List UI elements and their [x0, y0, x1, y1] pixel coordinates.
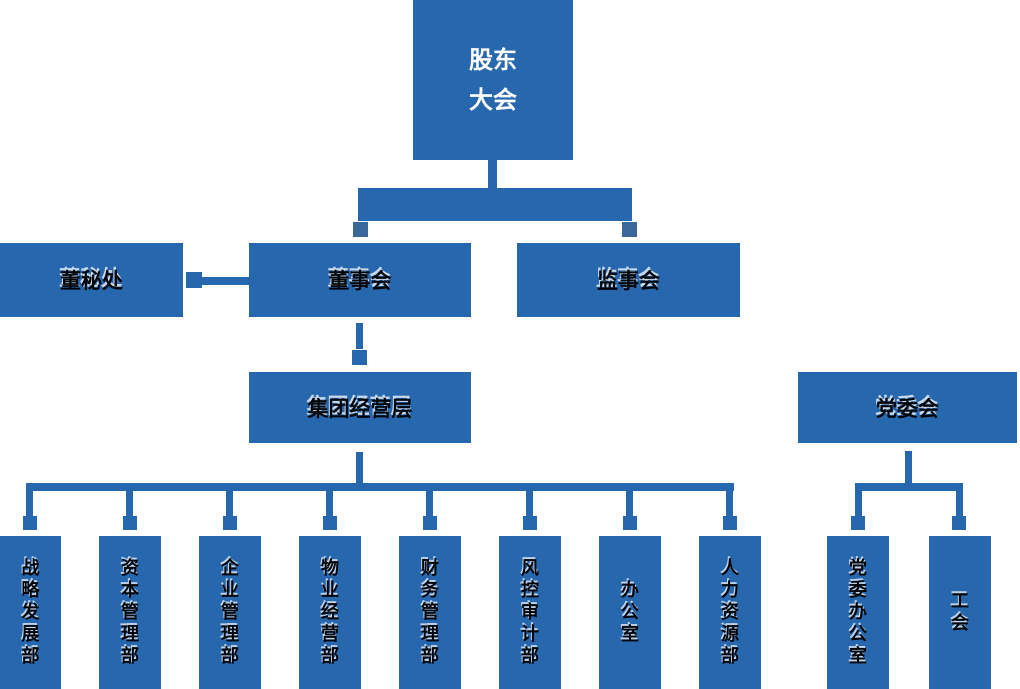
node-dept-enterprise-management: 企业管理部 — [199, 536, 261, 689]
node-dept-financial-management: 财务管理部 — [399, 536, 461, 689]
connector-square-management — [352, 350, 367, 365]
node-label: 股东大会 — [469, 46, 517, 114]
node-label: 办公室 — [621, 579, 639, 645]
connector-board-management-line — [356, 323, 363, 349]
connector-square-supervisory — [622, 222, 637, 237]
node-label: 财务管理部 — [421, 557, 439, 667]
node-dept-risk-control-audit: 风控审计部 — [499, 536, 561, 689]
connector-party-drop-1 — [855, 491, 862, 516]
connector-drop-8 — [726, 491, 733, 517]
node-label: 董秘处 — [60, 269, 123, 293]
node-label: 物业经营部 — [321, 557, 339, 667]
node-group-management: 集团经营层 — [249, 372, 471, 443]
node-label: 监事会 — [597, 269, 660, 293]
node-label: 集团经营层 — [307, 396, 413, 421]
connector-drop-4 — [326, 491, 333, 517]
node-dept-strategy-development: 战略发展部 — [0, 536, 61, 689]
connector-square-dept-2 — [123, 516, 137, 530]
node-label: 资本管理部 — [121, 557, 139, 667]
connector-party-bus — [855, 483, 963, 491]
node-dept-party-committee-office: 党委办公室 — [827, 536, 889, 689]
connector-management-stem — [356, 452, 363, 483]
connector-party-stem — [905, 451, 912, 483]
connector-square-dept-8 — [723, 516, 737, 530]
connector-drop-1 — [26, 491, 33, 517]
connector-root-stem — [488, 160, 497, 189]
connector-square-dept-6 — [523, 516, 537, 530]
node-dept-property-operations: 物业经营部 — [299, 536, 361, 689]
node-label: 党委办公室 — [849, 557, 867, 667]
connector-square-dept-7 — [623, 516, 637, 530]
connector-drop-2 — [126, 491, 133, 517]
connector-thick-bar — [358, 188, 632, 221]
connector-secretary-line — [202, 277, 249, 285]
connector-square-dept-3 — [223, 516, 237, 530]
connector-party-drop-2 — [956, 491, 963, 516]
connector-square-party-1 — [851, 516, 865, 530]
node-dept-labor-union: 工会 — [929, 536, 991, 689]
connector-square-dept-4 — [323, 516, 337, 530]
node-label: 董事会 — [328, 269, 392, 293]
node-shareholders-meeting: 股东大会 — [413, 0, 573, 160]
connector-drop-6 — [526, 491, 533, 517]
node-label: 风控审计部 — [521, 557, 539, 667]
node-supervisory-board: 监事会 — [517, 243, 740, 317]
node-dept-human-resources: 人力资源部 — [699, 536, 761, 689]
node-label: 人力资源部 — [721, 557, 739, 667]
node-board-of-directors: 董事会 — [249, 243, 471, 317]
connector-drop-7 — [626, 491, 633, 517]
node-dept-general-office: 办公室 — [599, 536, 661, 689]
connector-departments-bus — [26, 483, 734, 491]
connector-square-dept-5 — [423, 516, 437, 530]
node-dept-capital-management: 资本管理部 — [99, 536, 161, 689]
node-label: 工会 — [951, 590, 969, 634]
connector-square-party-2 — [952, 516, 966, 530]
node-board-secretary-office: 董秘处 — [0, 243, 183, 317]
connector-square-secretary — [186, 272, 202, 288]
connector-drop-5 — [426, 491, 433, 517]
connector-drop-3 — [226, 491, 233, 517]
node-label: 企业管理部 — [221, 557, 239, 667]
connector-square-dept-1 — [23, 516, 37, 530]
node-label: 党委会 — [876, 396, 939, 421]
node-label: 战略发展部 — [21, 557, 40, 667]
connector-square-board — [353, 222, 368, 237]
node-party-committee: 党委会 — [798, 372, 1017, 443]
